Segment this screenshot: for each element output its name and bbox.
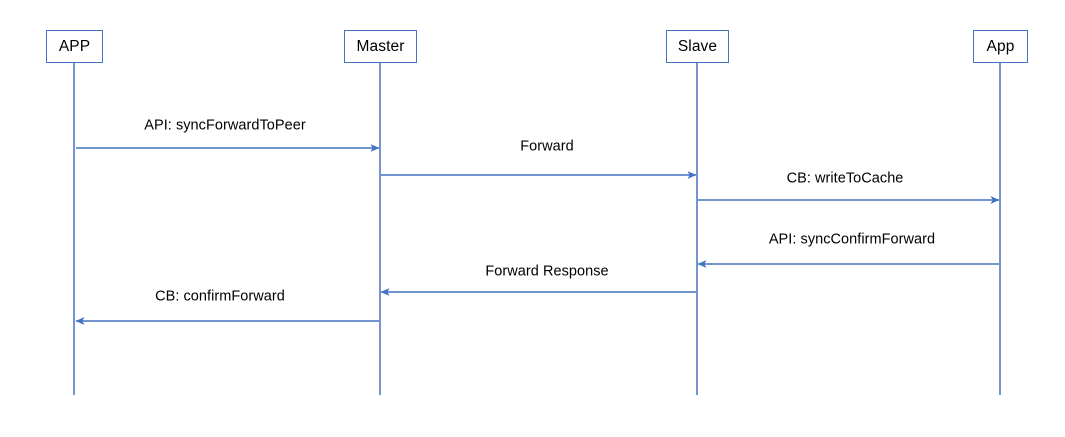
participant-label: APP [58, 37, 91, 55]
participant-box-app-right[interactable]: App [973, 30, 1028, 63]
lifeline-group [73, 63, 1001, 395]
participant-box-master[interactable]: Master [344, 30, 417, 63]
message-label-m3: CB: writeToCache [786, 170, 904, 187]
message-label-m1: API: syncForwardToPeer [144, 117, 306, 134]
message-label-m5: Forward Response [485, 263, 609, 280]
message-arrow-group [75, 144, 1000, 325]
participant-box-slave[interactable]: Slave [666, 30, 729, 63]
message-label-m6: CB: confirmForward [155, 288, 285, 305]
participant-label: Slave [677, 37, 718, 55]
participant-label: Master [356, 37, 405, 55]
message-label-m4: API: syncConfirmForward [768, 231, 936, 248]
message-label-m2: Forward [520, 138, 574, 155]
participant-label: App [986, 37, 1015, 55]
participant-box-app-left[interactable]: APP [46, 30, 103, 63]
